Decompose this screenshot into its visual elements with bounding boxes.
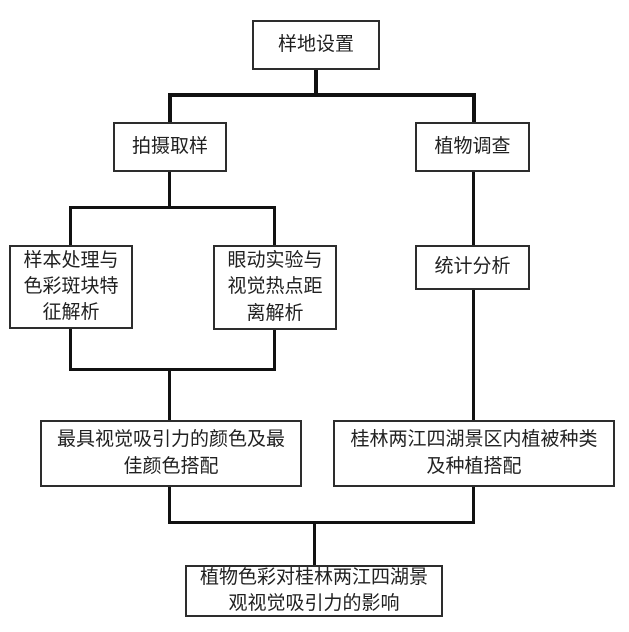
node-research-conclusion: 植物色彩对桂林两江四湖景 观视觉吸引力的影响 (185, 565, 443, 617)
node-plant-survey: 植物调查 (415, 122, 530, 172)
connector-sample-down (69, 329, 72, 371)
connector-photo-stem (168, 172, 171, 209)
connector-photo-to-sample (69, 206, 72, 245)
connector-plant-to-stat (472, 172, 475, 245)
connector-top-to-photo (168, 93, 172, 122)
connector-merge-left (69, 368, 276, 371)
node-sample-processing: 样本处理与 色彩斑块特 征解析 (9, 245, 133, 329)
node-photo-sampling: 拍摄取样 (113, 122, 227, 172)
node-eye-tracking: 眼动实验与 视觉热点距 离解析 (213, 245, 337, 330)
connector-photo-branch (69, 206, 276, 209)
connector-merge-to-result (313, 521, 316, 565)
node-vegetation-types: 桂林两江四湖景区内植被种类 及种植搭配 (333, 420, 615, 487)
connector-photo-to-eye (273, 206, 276, 245)
connector-top-branch (168, 93, 476, 97)
connector-stat-to-guilin (472, 290, 475, 420)
node-attractive-colors: 最具视觉吸引力的颜色及最 佳颜色搭配 (40, 420, 302, 487)
node-plot-setup: 样地设置 (252, 20, 380, 70)
connector-top-stem (314, 70, 318, 97)
connector-color-down (168, 487, 171, 524)
connector-merge-bottom (168, 521, 475, 524)
connector-top-to-plant (472, 93, 476, 122)
connector-eye-down (273, 330, 276, 371)
node-statistical-analysis: 统计分析 (415, 245, 530, 290)
connector-merge-to-color (168, 368, 171, 420)
connector-guilin-down (472, 487, 475, 524)
